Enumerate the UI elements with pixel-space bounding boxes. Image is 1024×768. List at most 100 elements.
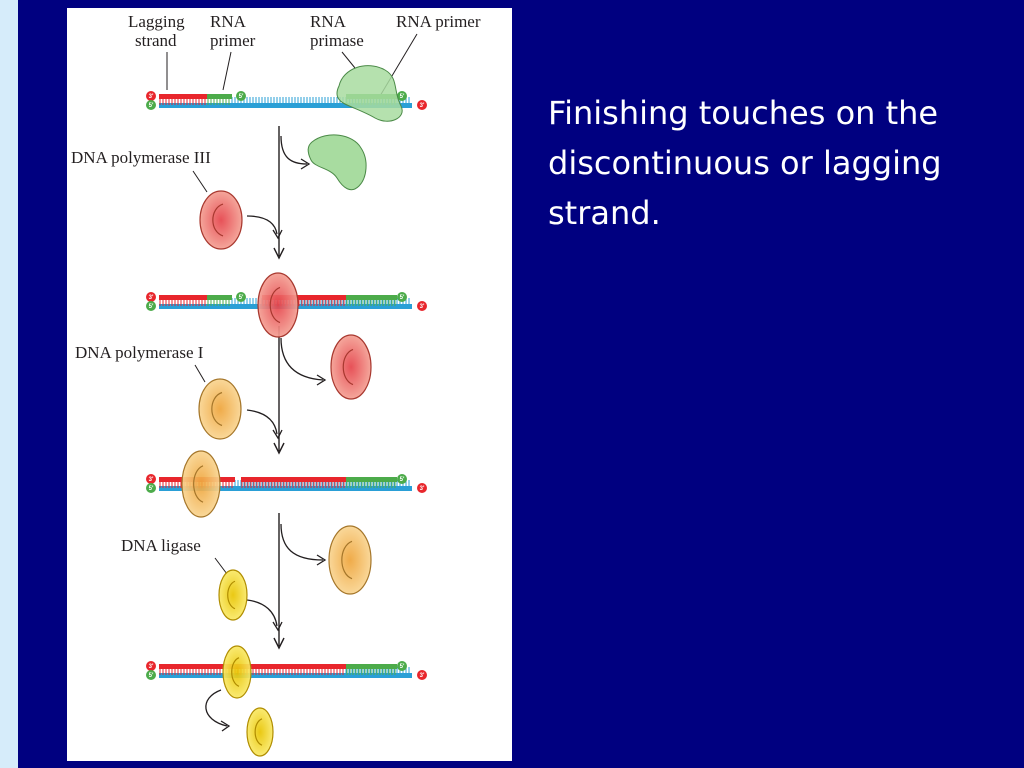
arrowhead (316, 374, 327, 386)
five-prime-marker-text: 5' (400, 295, 405, 301)
new-dna-bases (241, 482, 345, 488)
rna-primer-segment (346, 664, 397, 669)
rna-primer-bases (346, 669, 396, 675)
three-prime-marker (146, 474, 156, 484)
three-prime-marker-text: 3' (149, 295, 154, 301)
five-prime-marker (146, 483, 156, 493)
arrowhead (272, 229, 283, 240)
three-prime-marker (417, 100, 427, 110)
five-prime-marker (236, 292, 246, 302)
dna-ligase-released (246, 707, 274, 757)
new-dna-bases (159, 99, 206, 105)
rna-primer-segment (207, 295, 232, 300)
dna-polymerase-3-enzyme (199, 190, 243, 250)
curved-arrow-in (246, 215, 278, 235)
five-prime-marker-text: 5' (149, 486, 154, 492)
five-prime-marker-text: 5' (149, 103, 154, 109)
three-prime-marker-text: 3' (420, 486, 425, 492)
label-lagging-strand-2: strand (135, 31, 177, 50)
dna-polymerase-1-enzyme (198, 378, 242, 440)
arrowhead (272, 621, 283, 632)
new-dna-segment (159, 94, 207, 99)
slide-left-accent-bar (0, 0, 18, 768)
rna-primer-bases (207, 300, 230, 306)
rna-primer-segment (346, 295, 397, 300)
dna-ligase-bound (222, 645, 252, 699)
curved-arrow-out (280, 523, 324, 561)
three-prime-marker-text: 3' (420, 103, 425, 109)
new-dna-segment (159, 295, 207, 300)
five-prime-marker (146, 301, 156, 311)
released-primase-shape (307, 134, 367, 191)
dna-ligase-enzyme (218, 569, 248, 621)
label-dna-polymerase-3: DNA polymerase III (71, 148, 211, 167)
three-prime-marker (417, 301, 427, 311)
five-prime-marker (236, 91, 246, 101)
five-prime-marker-text: 5' (239, 94, 244, 100)
label-lagging-strand-1: Lagging (128, 12, 185, 31)
curved-arrow-in (246, 599, 278, 627)
dna-polymerase-1-bound (181, 450, 221, 518)
new-dna-bases (159, 300, 206, 306)
rna-primer-bases (207, 99, 230, 105)
template-strand (159, 486, 412, 491)
curved-arrow-release (205, 689, 228, 727)
label-rna-primer-2: primer (210, 31, 256, 50)
five-prime-marker (146, 100, 156, 110)
label-rna-primer-1: RNA (210, 12, 247, 31)
template-strand (159, 103, 412, 108)
leader-line (222, 51, 232, 91)
rna-primer-segment (207, 94, 232, 99)
curved-arrow-out (280, 337, 324, 381)
dna-polymerase-3-bound (257, 272, 299, 338)
main-flow-arrow (273, 126, 285, 650)
three-prime-marker-text: 3' (149, 477, 154, 483)
three-prime-marker (417, 483, 427, 493)
three-prime-marker (146, 91, 156, 101)
curved-arrow-in (246, 409, 278, 435)
five-prime-marker-text: 5' (149, 673, 154, 679)
new-dna-segment (262, 295, 346, 300)
label-rna-primer-right: RNA primer (396, 12, 481, 31)
dna-polymerase-3-released (330, 334, 372, 400)
three-prime-marker-text: 3' (149, 664, 154, 670)
five-prime-marker (397, 91, 407, 101)
five-prime-marker-text: 5' (400, 477, 405, 483)
curved-arrow-out (280, 135, 308, 165)
arrowhead (272, 429, 283, 440)
three-prime-marker (146, 292, 156, 302)
arrowhead (300, 158, 311, 170)
new-dna-segment (159, 664, 346, 669)
leader-line (194, 364, 206, 383)
dna-polymerase-1-released (328, 525, 372, 595)
three-prime-marker (146, 661, 156, 671)
five-prime-marker-text: 5' (400, 664, 405, 670)
arrowhead (220, 720, 231, 732)
label-dna-polymerase-1: DNA polymerase I (75, 343, 204, 362)
slide-caption: Finishing touches on the discontinuous o… (548, 94, 942, 232)
five-prime-marker (397, 292, 407, 302)
rna-primer-bases (346, 482, 396, 488)
five-prime-marker (397, 661, 407, 671)
dna-strand-row-4: 3' 5' 5' 3' (146, 661, 427, 680)
three-prime-marker-text: 3' (420, 304, 425, 310)
leader-line (214, 557, 228, 575)
rna-primer-bases (346, 300, 396, 306)
five-prime-marker-text: 5' (400, 94, 405, 100)
five-prime-marker-text: 5' (149, 304, 154, 310)
label-rna-primase-1: RNA (310, 12, 347, 31)
leader-line (192, 170, 208, 193)
five-prime-marker (146, 670, 156, 680)
five-prime-marker-text: 5' (239, 295, 244, 301)
three-prime-marker (417, 670, 427, 680)
rna-primer-segment (346, 477, 397, 482)
leader-line (341, 51, 356, 69)
lagging-strand-diagram: Lagging strand RNA primer RNA primase RN… (67, 8, 512, 761)
template-strand (159, 673, 412, 678)
arrowhead (316, 554, 327, 566)
five-prime-marker (397, 474, 407, 484)
three-prime-marker-text: 3' (149, 94, 154, 100)
three-prime-marker-text: 3' (420, 673, 425, 679)
label-dna-ligase: DNA ligase (121, 536, 201, 555)
rna-primase-shape (336, 65, 403, 122)
